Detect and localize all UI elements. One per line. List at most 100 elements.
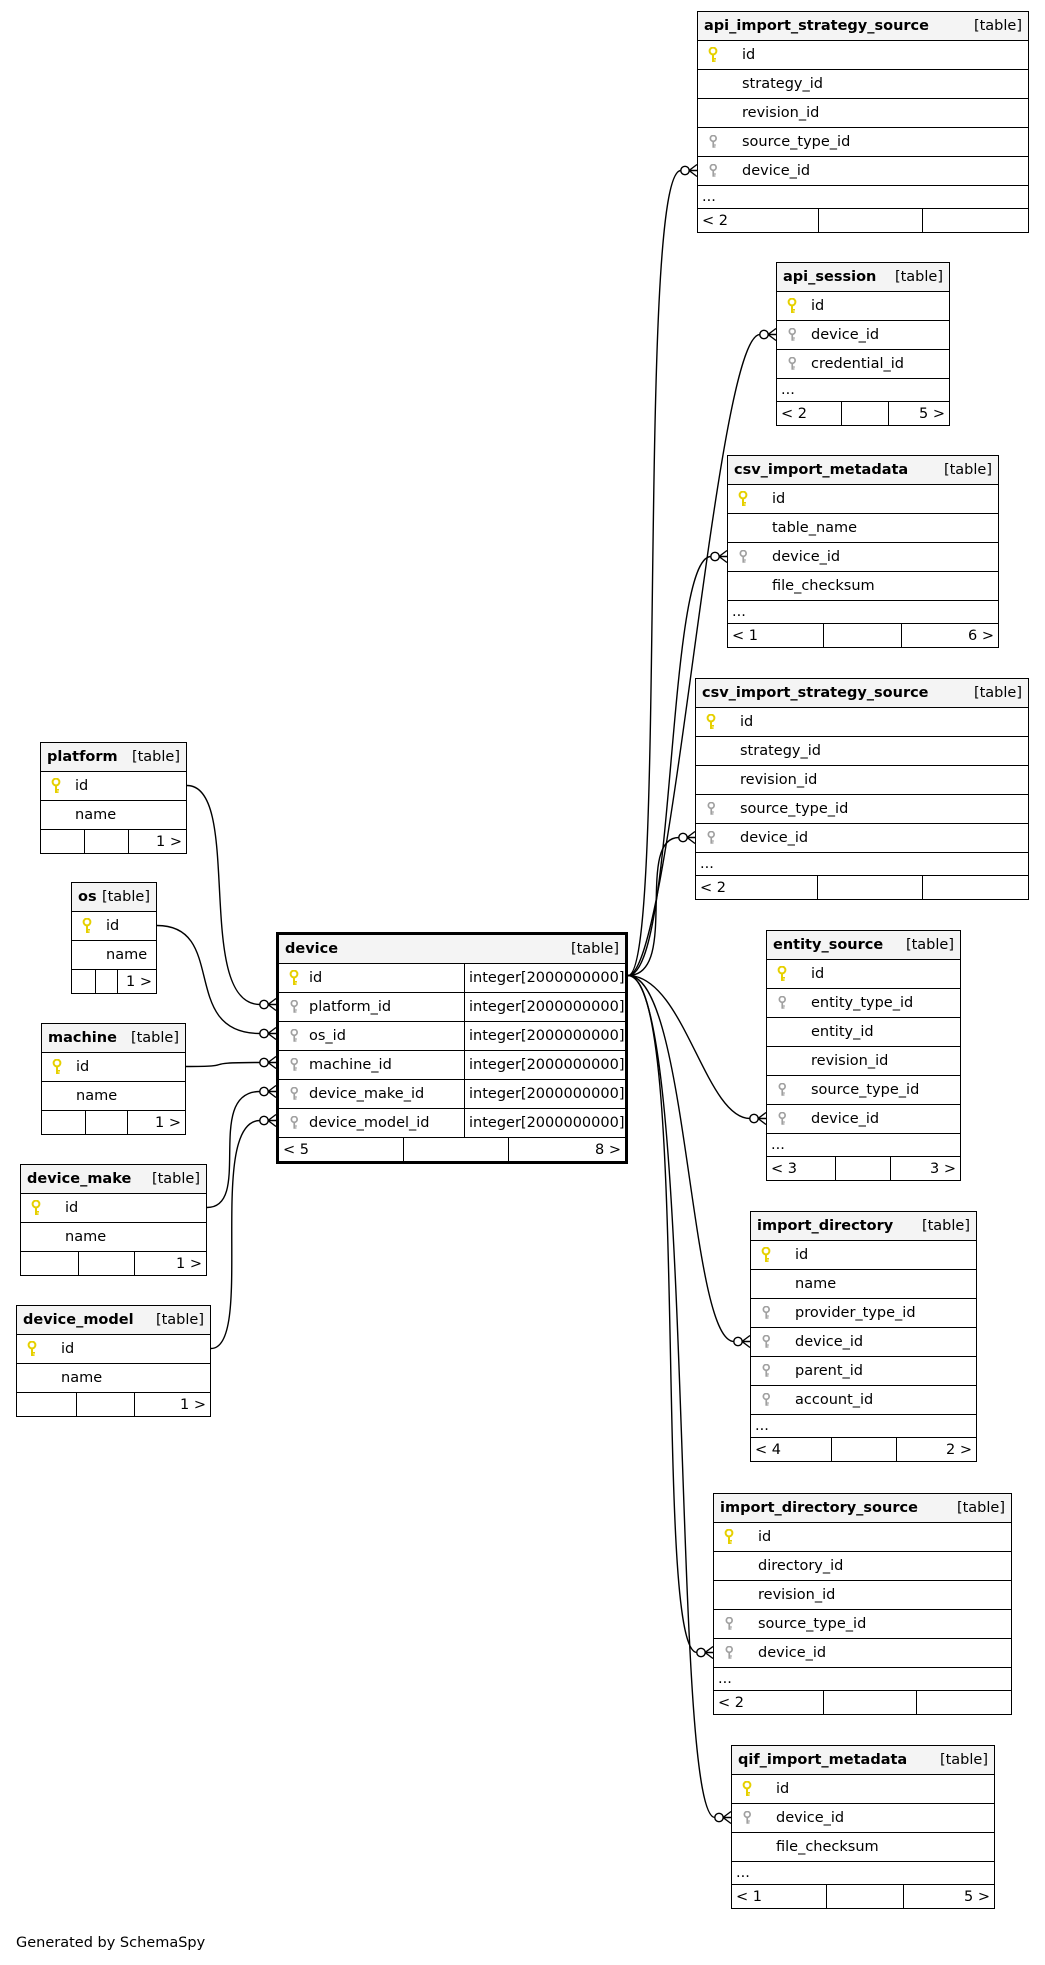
column-row-name[interactable]: name xyxy=(751,1270,976,1299)
table-name[interactable]: import_directory xyxy=(757,1218,894,1234)
children-count[interactable]: 1 > xyxy=(155,1114,181,1131)
table-name[interactable]: csv_import_strategy_source xyxy=(702,685,929,701)
column-row-os-id[interactable]: os_id integer[2000000000] xyxy=(279,1022,625,1051)
children-count[interactable]: 1 > xyxy=(176,1255,202,1272)
column-row-id[interactable]: id xyxy=(732,1775,994,1804)
table-name[interactable]: device_make xyxy=(27,1171,132,1187)
column-row-platform-id[interactable]: platform_id integer[2000000000] xyxy=(279,993,625,1022)
column-row-device-id[interactable]: device_id xyxy=(698,157,1028,186)
column-row-id[interactable]: id xyxy=(767,960,960,989)
column-row-name[interactable]: name xyxy=(21,1223,206,1252)
column-row-account-id[interactable]: account_id xyxy=(751,1386,976,1415)
column-row-parent-id[interactable]: parent_id xyxy=(751,1357,976,1386)
column-row-id[interactable]: id xyxy=(698,41,1028,70)
column-row-name[interactable]: name xyxy=(72,941,156,970)
children-count[interactable]: 1 > xyxy=(180,1396,206,1413)
column-row-directory-id[interactable]: directory_id xyxy=(714,1552,1011,1581)
column-row-file-checksum[interactable]: file_checksum xyxy=(732,1833,994,1862)
column-row-id[interactable]: id xyxy=(21,1194,206,1223)
column-row-device-make-id[interactable]: device_make_id integer[2000000000] xyxy=(279,1080,625,1109)
column-row-entity-id[interactable]: entity_id xyxy=(767,1018,960,1047)
column-row-id[interactable]: id xyxy=(777,292,949,321)
column-row-revision-id[interactable]: revision_id xyxy=(767,1047,960,1076)
column-row-id[interactable]: id xyxy=(728,485,998,514)
table-name[interactable]: machine xyxy=(48,1030,117,1046)
children-count[interactable]: 5 > xyxy=(919,405,945,422)
parents-count[interactable]: < 2 xyxy=(777,402,842,425)
column-row-source-type-id[interactable]: source_type_id xyxy=(696,795,1028,824)
column-row-strategy-id[interactable]: strategy_id xyxy=(698,70,1028,99)
parents-count[interactable]: < 1 xyxy=(728,624,824,647)
table-device[interactable]: device [table] id integer[2000000000] pl… xyxy=(276,932,628,1164)
column-row-device-id[interactable]: device_id xyxy=(751,1328,976,1357)
children-count[interactable]: 6 > xyxy=(968,627,994,644)
parents-count[interactable]: < 2 xyxy=(698,209,819,232)
column-row-source-type-id[interactable]: source_type_id xyxy=(767,1076,960,1105)
children-count[interactable]: 8 > xyxy=(595,1141,621,1158)
column-row-id[interactable]: id xyxy=(714,1523,1011,1552)
parents-count[interactable]: < 2 xyxy=(696,876,818,899)
column-row-id[interactable]: id integer[2000000000] xyxy=(279,964,625,993)
column-row-provider-type-id[interactable]: provider_type_id xyxy=(751,1299,976,1328)
column-row-file-checksum[interactable]: file_checksum xyxy=(728,572,998,601)
parents-count[interactable]: < 4 xyxy=(751,1438,832,1461)
table-name[interactable]: api_import_strategy_source xyxy=(704,18,929,34)
parents-count[interactable]: < 3 xyxy=(767,1157,836,1180)
column-row-device-id[interactable]: device_id xyxy=(714,1639,1011,1668)
column-row-table-name[interactable]: table_name xyxy=(728,514,998,543)
column-row-id[interactable]: id xyxy=(751,1241,976,1270)
children-count[interactable]: 3 > xyxy=(930,1160,956,1177)
column-row-strategy-id[interactable]: strategy_id xyxy=(696,737,1028,766)
table-name[interactable]: platform xyxy=(47,749,118,765)
table-name[interactable]: entity_source xyxy=(773,937,884,953)
table-api-session[interactable]: api_session [table] id device_id credent… xyxy=(776,262,950,426)
table-name[interactable]: device xyxy=(285,941,339,957)
column-row-name[interactable]: name xyxy=(17,1364,210,1393)
column-row-id[interactable]: id xyxy=(17,1335,210,1364)
parents-count[interactable]: < 5 xyxy=(279,1138,404,1161)
column-row-source-type-id[interactable]: source_type_id xyxy=(714,1610,1011,1639)
table-name[interactable]: api_session xyxy=(783,269,877,285)
column-row-id[interactable]: id xyxy=(42,1053,185,1082)
column-row-device-id[interactable]: device_id xyxy=(777,321,949,350)
table-name[interactable]: device_model xyxy=(23,1312,134,1328)
parents-count[interactable]: < 2 xyxy=(714,1691,824,1714)
parents-count[interactable]: < 1 xyxy=(732,1885,827,1908)
column-row-device-id[interactable]: device_id xyxy=(767,1105,960,1134)
column-row-id[interactable]: id xyxy=(41,772,186,801)
column-row-credential-id[interactable]: credential_id xyxy=(777,350,949,379)
table-name[interactable]: import_directory_source xyxy=(720,1500,918,1516)
column-row-revision-id[interactable]: revision_id xyxy=(698,99,1028,128)
column-row-device-model-id[interactable]: device_model_id integer[2000000000] xyxy=(279,1109,625,1138)
column-row-name[interactable]: name xyxy=(41,801,186,830)
column-row-entity-type-id[interactable]: entity_type_id xyxy=(767,989,960,1018)
column-row-revision-id[interactable]: revision_id xyxy=(696,766,1028,795)
column-row-name[interactable]: name xyxy=(42,1082,185,1111)
table-name[interactable]: csv_import_metadata xyxy=(734,462,909,478)
column-row-device-id[interactable]: device_id xyxy=(732,1804,994,1833)
column-row-machine-id[interactable]: machine_id integer[2000000000] xyxy=(279,1051,625,1080)
children-count[interactable]: 2 > xyxy=(946,1441,972,1458)
children-count[interactable]: 1 > xyxy=(126,973,152,990)
children-count[interactable]: 5 > xyxy=(964,1888,990,1905)
column-row-device-id[interactable]: device_id xyxy=(728,543,998,572)
column-row-revision-id[interactable]: revision_id xyxy=(714,1581,1011,1610)
column-row-id[interactable]: id xyxy=(72,912,156,941)
table-name[interactable]: qif_import_metadata xyxy=(738,1752,908,1768)
column-row-id[interactable]: id xyxy=(696,708,1028,737)
children-count[interactable]: 1 > xyxy=(156,833,182,850)
table-name[interactable]: os xyxy=(78,889,97,905)
column-row-source-type-id[interactable]: source_type_id xyxy=(698,128,1028,157)
table-qif-import-metadata[interactable]: qif_import_metadata [table] id device_id… xyxy=(731,1745,995,1909)
